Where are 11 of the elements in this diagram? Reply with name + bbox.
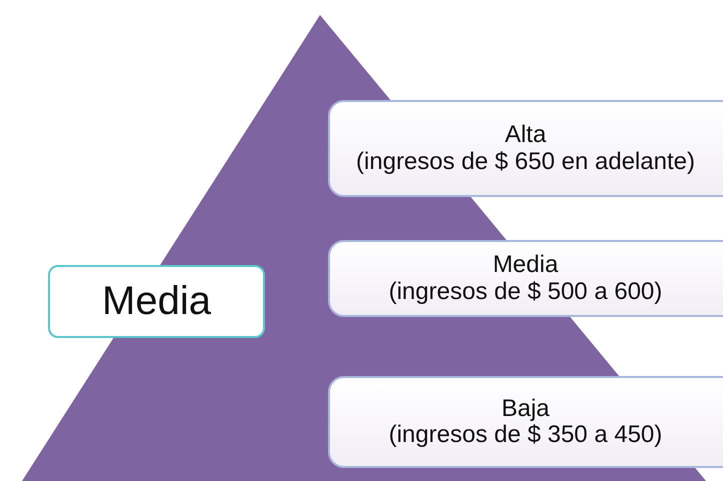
income-range-text: (ingresos de $ 650 en adelante) (356, 148, 695, 175)
level-title: Media (492, 252, 558, 278)
income-range-text: (ingresos de $ 350 a 450) (388, 422, 662, 448)
level-title: Media (102, 279, 211, 324)
tier-box (328, 376, 723, 468)
level-title: Alta (504, 122, 546, 148)
income-range-text: (ingresos de $ 500 a 600) (388, 278, 662, 305)
level-title: Baja (501, 396, 550, 422)
tier-box (328, 240, 723, 317)
tier-box (328, 100, 723, 197)
level-box (48, 265, 265, 338)
